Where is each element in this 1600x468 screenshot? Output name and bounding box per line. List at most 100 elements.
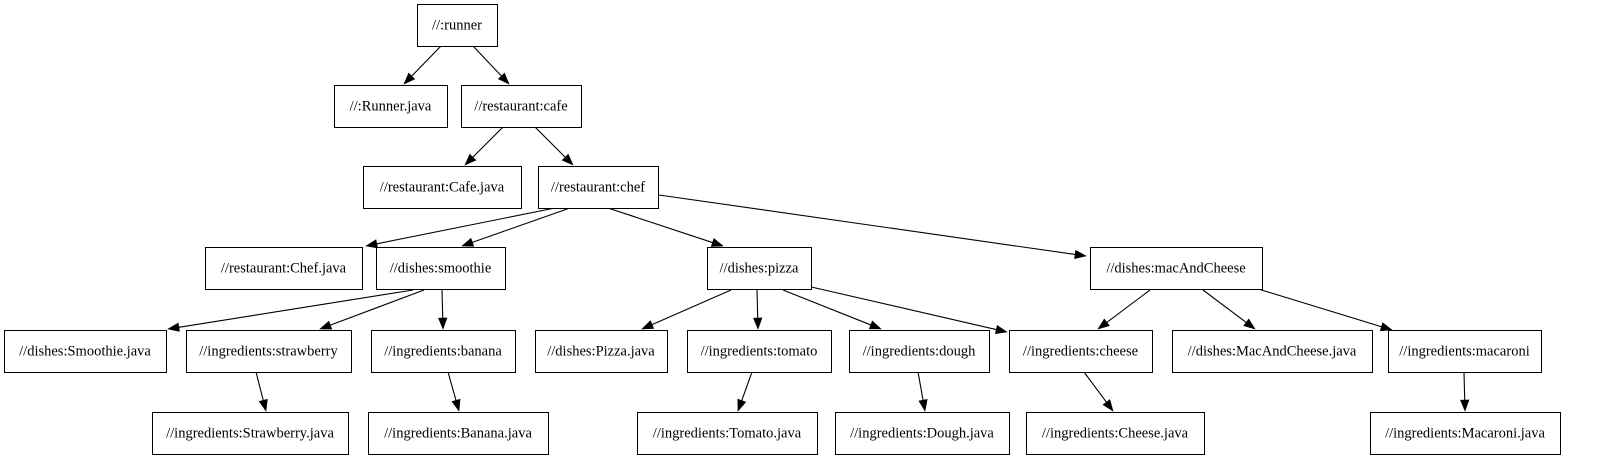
edge-line bbox=[651, 289, 732, 326]
arrowhead-icon bbox=[365, 239, 378, 249]
node-box[interactable] bbox=[1090, 247, 1263, 290]
node-box[interactable] bbox=[368, 412, 549, 455]
node-box[interactable] bbox=[637, 412, 818, 455]
arrowhead-icon bbox=[1074, 249, 1087, 259]
graph-node-restaurant_cafe[interactable]: //restaurant:cafe bbox=[461, 85, 582, 128]
arrowhead-icon bbox=[994, 324, 1008, 334]
node-label: //dishes:Pizza.java bbox=[547, 343, 655, 359]
node-box[interactable] bbox=[1388, 330, 1542, 373]
edge-line bbox=[178, 289, 414, 328]
graph-node-dishes_smoothie[interactable]: //dishes:smoothie bbox=[376, 247, 506, 290]
node-box[interactable] bbox=[461, 85, 582, 128]
graph-node-smoothie_java[interactable]: //dishes:Smoothie.java bbox=[4, 330, 167, 373]
graph-node-restaurant_chef[interactable]: //restaurant:chef bbox=[538, 166, 659, 209]
edge-line bbox=[1254, 287, 1382, 328]
edge-restaurant_chef-to-dishes_smoothie bbox=[461, 207, 571, 247]
edge-line bbox=[472, 45, 502, 77]
graph-node-dishes_pizza[interactable]: //dishes:pizza bbox=[707, 247, 812, 290]
graph-node-strawberry_java[interactable]: //ingredients:Strawberry.java bbox=[152, 412, 349, 455]
edge-line bbox=[607, 207, 713, 244]
graph-node-macaroni_java[interactable]: //ingredients:Macaroni.java bbox=[1370, 412, 1561, 455]
node-label: //ingredients:banana bbox=[384, 343, 502, 359]
edge-dishes_macandchee-to-ing_cheese bbox=[1097, 289, 1151, 330]
graph-node-ing_strawberry[interactable]: //ingredients:strawberry bbox=[186, 330, 352, 373]
arrowhead-icon bbox=[753, 317, 763, 330]
node-box[interactable] bbox=[1026, 412, 1205, 455]
edge-dishes_macandchee-to-macandcheese_java bbox=[1202, 289, 1256, 330]
node-label: //ingredients:Cheese.java bbox=[1042, 425, 1189, 441]
edge-line bbox=[1106, 289, 1151, 323]
node-label: //ingredients:Macaroni.java bbox=[1385, 425, 1545, 441]
graph-node-tomato_java[interactable]: //ingredients:Tomato.java bbox=[637, 412, 818, 455]
edge-restaurant_cafe-to-cafe_java bbox=[464, 126, 504, 166]
edge-runner-to-runner_java bbox=[403, 45, 442, 85]
edge-line bbox=[658, 194, 1076, 255]
node-label: //restaurant:chef bbox=[551, 179, 645, 195]
node-box[interactable] bbox=[186, 330, 352, 373]
graph-node-runner[interactable]: //:runner bbox=[417, 4, 498, 47]
node-box[interactable] bbox=[535, 330, 668, 373]
graph-node-banana_java[interactable]: //ingredients:Banana.java bbox=[368, 412, 549, 455]
arrowhead-icon bbox=[167, 322, 180, 332]
edge-restaurant_chef-to-dishes_pizza bbox=[607, 207, 724, 247]
edge-ing_dough-to-dough_java bbox=[917, 371, 928, 412]
arrowhead-icon bbox=[451, 398, 461, 412]
edge-line bbox=[741, 371, 753, 401]
node-label: //dishes:macAndCheese bbox=[1106, 260, 1245, 276]
graph-node-ing_tomato[interactable]: //ingredients:tomato bbox=[687, 330, 832, 373]
edge-line bbox=[1083, 371, 1107, 403]
arrowhead-icon bbox=[438, 317, 448, 330]
edge-line bbox=[534, 126, 566, 158]
graph-node-chef_java[interactable]: //restaurant:Chef.java bbox=[205, 247, 363, 290]
node-box[interactable] bbox=[707, 247, 812, 290]
graph-node-dishes_macandchee[interactable]: //dishes:macAndCheese bbox=[1090, 247, 1263, 290]
node-box[interactable] bbox=[1370, 412, 1561, 455]
node-box[interactable] bbox=[538, 166, 659, 209]
node-label: //restaurant:cafe bbox=[474, 98, 567, 114]
graph-node-ing_banana[interactable]: //ingredients:banana bbox=[371, 330, 516, 373]
edge-line bbox=[1463, 371, 1466, 401]
node-label: //dishes:pizza bbox=[720, 260, 799, 276]
node-box[interactable] bbox=[371, 330, 516, 373]
graph-node-cheese_java[interactable]: //ingredients:Cheese.java bbox=[1026, 412, 1205, 455]
edge-ing_tomato-to-tomato_java bbox=[737, 371, 753, 412]
graph-node-macandcheese_java[interactable]: //dishes:MacAndCheese.java bbox=[1172, 330, 1373, 373]
node-label: //ingredients:macaroni bbox=[1399, 343, 1529, 359]
edge-dishes_pizza-to-pizza_java bbox=[641, 289, 732, 330]
edge-line bbox=[756, 289, 759, 319]
node-box[interactable] bbox=[835, 412, 1010, 455]
graph-node-ing_macaroni[interactable]: //ingredients:macaroni bbox=[1388, 330, 1542, 373]
node-box[interactable] bbox=[1009, 330, 1153, 373]
edge-runner-to-restaurant_cafe bbox=[472, 45, 510, 85]
graph-node-cafe_java[interactable]: //restaurant:Cafe.java bbox=[363, 166, 522, 209]
graph-node-runner_java[interactable]: //:Runner.java bbox=[334, 85, 448, 128]
edge-dishes_pizza-to-ing_cheese bbox=[806, 285, 1008, 334]
graph-node-dough_java[interactable]: //ingredients:Dough.java bbox=[835, 412, 1010, 455]
edge-dishes_macandchee-to-ing_macaroni bbox=[1254, 287, 1393, 332]
node-box[interactable] bbox=[334, 85, 448, 128]
arrowhead-icon bbox=[1097, 318, 1110, 330]
node-label: //:Runner.java bbox=[350, 98, 432, 114]
node-box[interactable] bbox=[4, 330, 167, 373]
node-box[interactable] bbox=[363, 166, 522, 209]
node-label: //ingredients:cheese bbox=[1023, 343, 1138, 359]
graph-node-ing_cheese[interactable]: //ingredients:cheese bbox=[1009, 330, 1153, 373]
node-box[interactable] bbox=[687, 330, 832, 373]
graph-node-pizza_java[interactable]: //dishes:Pizza.java bbox=[535, 330, 668, 373]
node-box[interactable] bbox=[152, 412, 349, 455]
edge-line bbox=[472, 126, 504, 158]
edge-dishes_pizza-to-ing_tomato bbox=[753, 289, 763, 330]
edge-line bbox=[411, 45, 442, 77]
graph-node-ing_dough[interactable]: //ingredients:dough bbox=[849, 330, 990, 373]
node-box[interactable] bbox=[376, 247, 506, 290]
arrowhead-icon bbox=[497, 72, 510, 85]
node-box[interactable] bbox=[205, 247, 363, 290]
edge-line bbox=[376, 207, 556, 245]
node-box[interactable] bbox=[849, 330, 990, 373]
arrowhead-icon bbox=[319, 320, 333, 330]
arrowhead-icon bbox=[561, 153, 574, 166]
node-box[interactable] bbox=[417, 4, 498, 47]
node-box[interactable] bbox=[1172, 330, 1373, 373]
edge-line bbox=[1202, 289, 1247, 323]
